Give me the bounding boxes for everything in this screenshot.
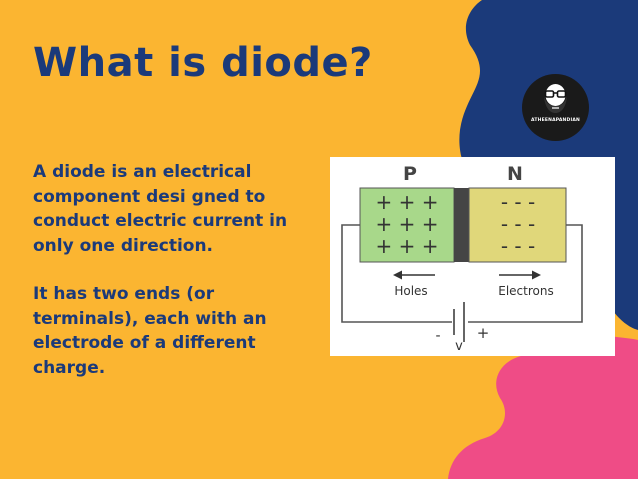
plus-row: + + + <box>376 234 439 258</box>
p-region <box>359 187 455 263</box>
minus-row: - - - <box>501 212 535 236</box>
paragraph-definition: A diode is an electrical component desi … <box>33 162 288 256</box>
left-arrow-icon <box>393 270 435 280</box>
circuit-wires <box>341 224 583 323</box>
plus-row: + + + <box>376 190 439 214</box>
minus-terminal: - <box>435 328 440 344</box>
page-title: What is diode? <box>33 40 373 86</box>
body-text: A diode is an electrical component desi … <box>33 160 323 380</box>
n-label: N <box>507 163 523 185</box>
battery-icon <box>453 302 465 342</box>
logo-text: ATHEENAPANDIAN <box>531 118 580 123</box>
voltage-label: v <box>455 339 463 354</box>
holes-label: Holes <box>394 284 427 298</box>
plus-row: + + + <box>376 212 439 236</box>
electrons-label: Electrons <box>498 284 553 298</box>
right-arrow-icon <box>499 270 541 280</box>
minus-row: - - - <box>501 234 535 258</box>
brand-logo: ATHEENAPANDIAN <box>522 74 589 141</box>
p-label: P <box>403 163 417 185</box>
bearded-man-with-glasses-avatar-icon <box>544 84 567 113</box>
minus-row: - - - <box>501 190 535 214</box>
pink-blob <box>448 334 638 479</box>
n-region <box>468 187 567 263</box>
pn-junction-diagram: P N + + + + + + + + + - - - - - - - - - … <box>330 157 615 356</box>
depletion-region <box>454 188 469 262</box>
paragraph-terminals: It has two ends (or terminals), each wit… <box>33 284 267 378</box>
plus-terminal: + <box>477 324 490 342</box>
